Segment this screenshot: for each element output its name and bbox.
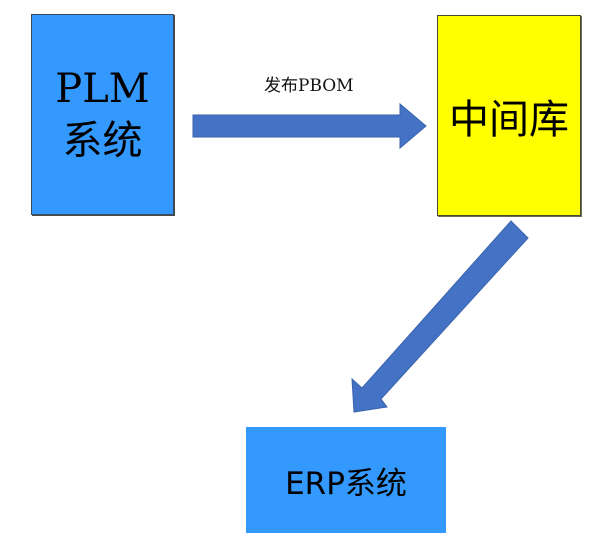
erp-system-node: ERP系统 (246, 427, 446, 533)
middle-database-label: 中间库 (449, 96, 569, 143)
plm-node-line-1: PLM (55, 65, 150, 112)
plm-system-node: PLM 系统 (31, 14, 174, 215)
arrow-plm-to-middle (192, 102, 427, 150)
middle-database-node: 中间库 (437, 15, 581, 216)
publish-pbom-label: 发布PBOM (264, 76, 354, 96)
erp-system-label: ERP系统 (285, 465, 407, 502)
plm-node-line-2: 系统 (62, 117, 143, 164)
arrow-middle-to-erp (351, 220, 529, 413)
